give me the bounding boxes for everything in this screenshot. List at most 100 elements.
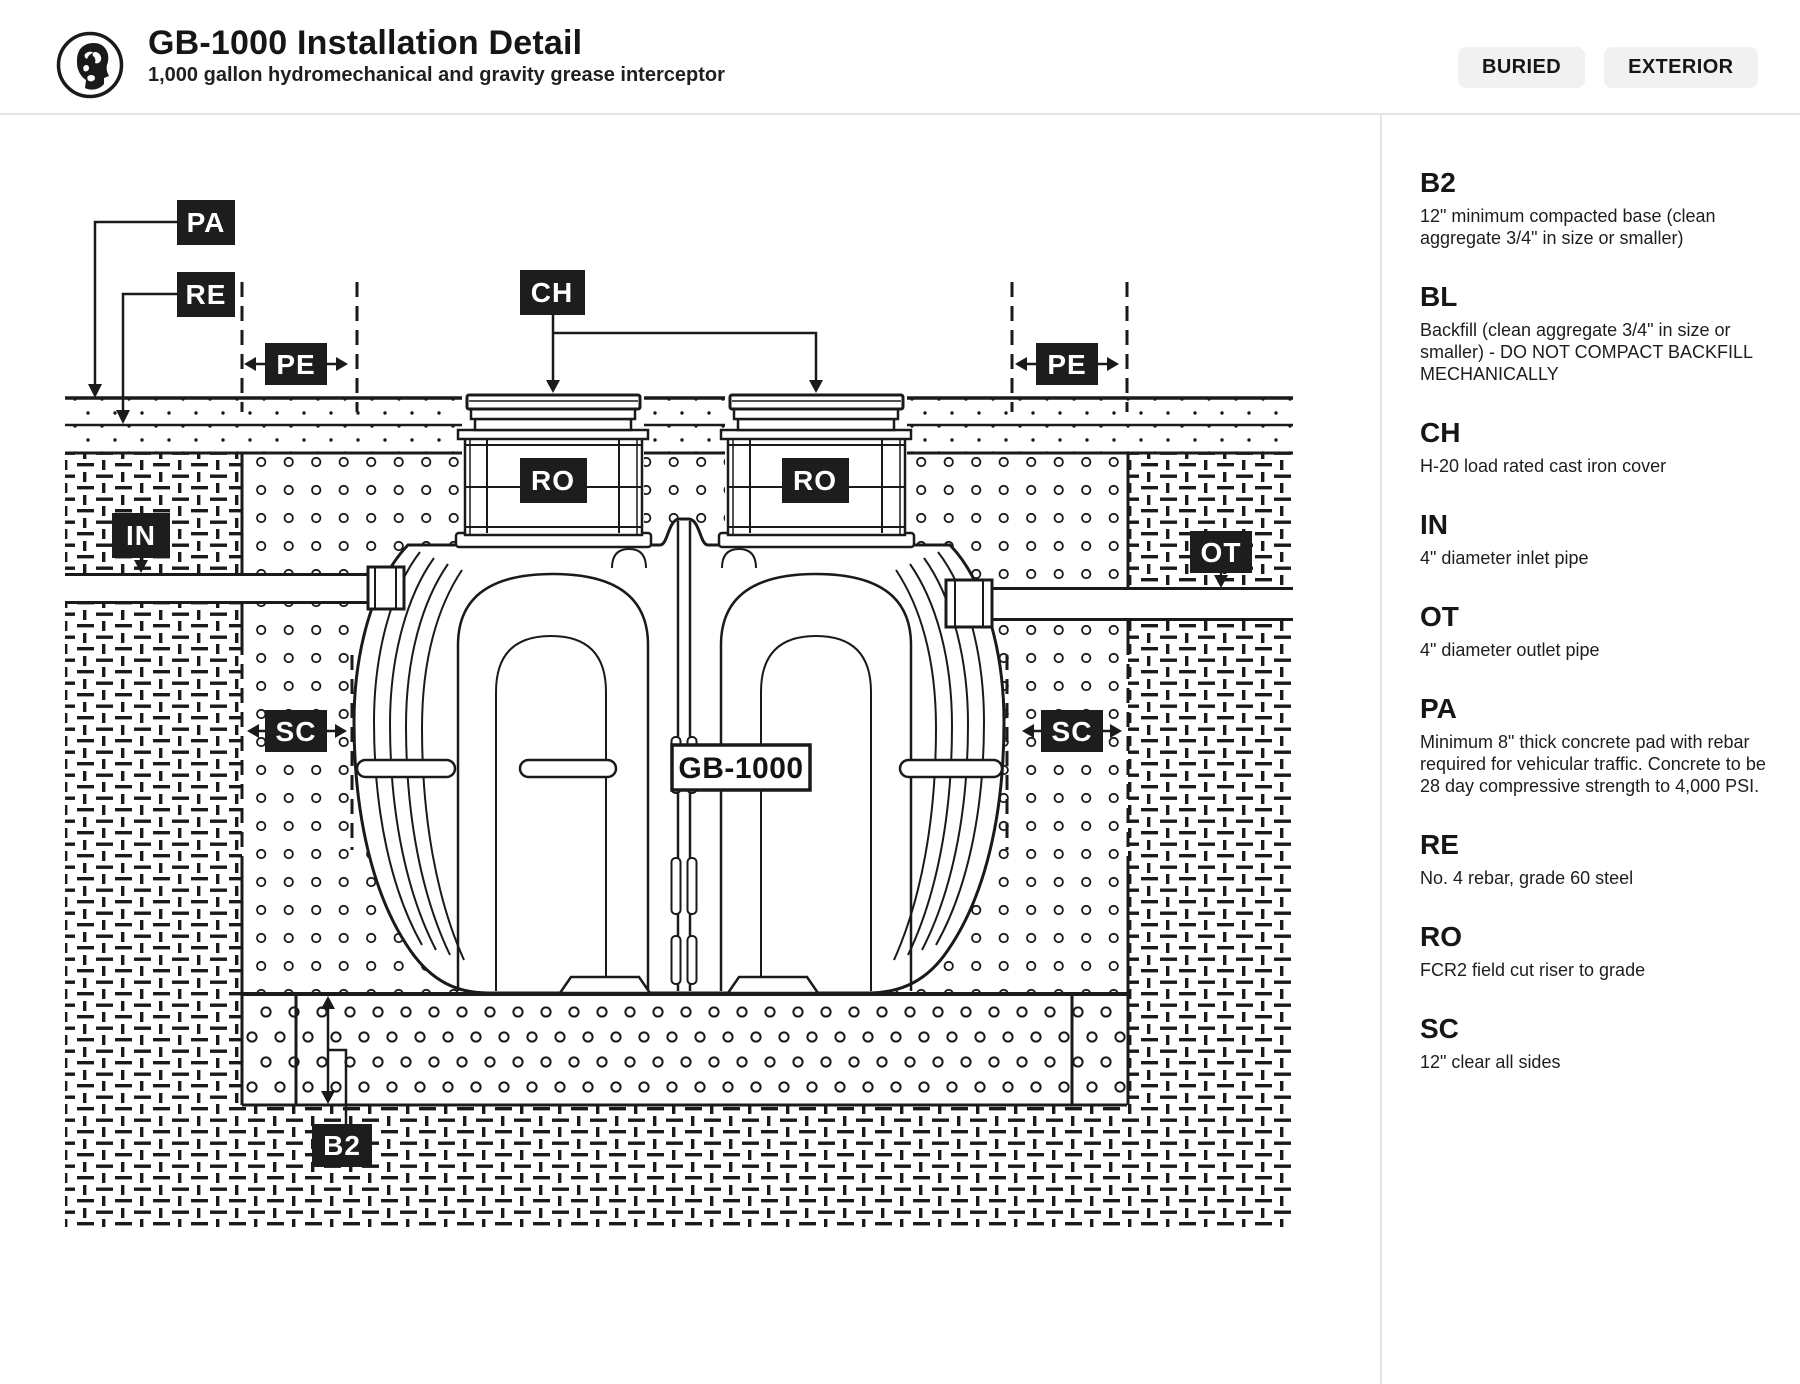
label-sc-left-text: SC: [276, 716, 317, 747]
inlet-pipe: [65, 565, 406, 611]
label-pe-left: PE: [265, 343, 327, 385]
panel-divider: [1380, 114, 1382, 1384]
legend-item-bl: BL Backfill (clean aggregate 3/4" in siz…: [1420, 282, 1772, 385]
label-re-text: RE: [186, 279, 227, 310]
legend-description: 12" clear all sides: [1420, 1052, 1561, 1072]
label-re: RE: [177, 272, 235, 317]
label-ot-text: OT: [1201, 537, 1242, 568]
tank-domes: [456, 572, 913, 991]
legend-term: BL: [1420, 281, 1458, 312]
sc-left-arrowhead-b: [335, 724, 347, 738]
label-b2-text: B2: [323, 1130, 361, 1161]
ch-arrowhead-left: [546, 380, 560, 393]
label-pe-right: PE: [1036, 343, 1098, 385]
legend-item-b2: B2 12" minimum compacted base (clean agg…: [1420, 168, 1772, 249]
pe-left-arrowhead-b: [336, 357, 348, 371]
sc-right-arrowhead-b: [1110, 724, 1122, 738]
legend-term: IN: [1420, 509, 1448, 540]
native-soil-left-region: [65, 453, 242, 1105]
legend-term: OT: [1420, 601, 1459, 632]
re-arrowhead: [116, 410, 130, 424]
arrowheads: [88, 357, 1228, 1104]
badge-buried[interactable]: BURIED: [1458, 47, 1586, 88]
label-in-text: IN: [126, 520, 156, 551]
label-pa-text: PA: [187, 207, 226, 238]
label-pa: PA: [177, 200, 235, 245]
badge-group: BURIED EXTERIOR: [1458, 47, 1758, 88]
legend-item-ch: CH H-20 load rated cast iron cover: [1420, 418, 1772, 477]
outlet-hub: [944, 578, 994, 629]
b2-leader: [328, 1048, 348, 1124]
extension-lines: [240, 282, 1130, 865]
legend-term: SC: [1420, 1013, 1459, 1044]
legend-item-in: IN 4" diameter inlet pipe: [1420, 510, 1772, 569]
legend-item-sc: SC 12" clear all sides: [1420, 1014, 1772, 1073]
cast-iron-cover-right: [728, 393, 905, 411]
inlet-hub: [366, 565, 406, 611]
tank-lift-lugs: [355, 758, 1004, 779]
legend-term: RE: [1420, 829, 1459, 860]
label-ro-right-text: RO: [793, 465, 837, 496]
legend-item-ro: RO FCR2 field cut riser to grade: [1420, 922, 1772, 981]
tank-ribs: [372, 547, 986, 961]
label-ro-left-text: RO: [531, 465, 575, 496]
pe-left-arrowhead-a: [244, 357, 256, 371]
label-pe-right-text: PE: [1047, 349, 1086, 380]
label-tank-model-text: GB-1000: [678, 752, 803, 785]
pipes: [65, 565, 1293, 629]
label-sc-right-text: SC: [1052, 716, 1093, 747]
ch-leader-right: [553, 331, 818, 380]
risers: [454, 393, 916, 549]
in-arrowhead: [134, 560, 148, 573]
legend-description: 4" diameter outlet pipe: [1420, 640, 1600, 660]
cast-iron-cover-left: [465, 393, 642, 411]
label-ro-left: RO: [520, 458, 587, 503]
b2-arrowhead-top: [321, 996, 335, 1009]
sc-left-arrowhead-a: [247, 724, 259, 738]
legend-term: CH: [1420, 417, 1461, 448]
b2-arrowhead-bottom: [321, 1091, 335, 1104]
legend-item-ot: OT 4" diameter outlet pipe: [1420, 602, 1772, 661]
pa-leader: [93, 220, 177, 386]
header-divider: [0, 113, 1800, 115]
label-sc-right: SC: [1041, 710, 1103, 752]
label-ro-right: RO: [782, 458, 849, 503]
label-ch: CH: [520, 270, 585, 315]
legend-description: 12" minimum compacted base (clean aggreg…: [1420, 206, 1716, 248]
header: GB-1000 Installation Detail 1,000 gallon…: [0, 0, 1800, 113]
re-leader: [121, 292, 177, 410]
label-tank-model: GB-1000: [670, 743, 812, 792]
legend-item-pa: PA Minimum 8" thick concrete pad with re…: [1420, 694, 1772, 797]
native-soil-bottom-region: [65, 1105, 1293, 1227]
brand-logo-icon[interactable]: [55, 30, 125, 100]
label-in: IN: [112, 513, 170, 558]
outlet-pipe: [944, 578, 1293, 629]
pa-arrowhead: [88, 384, 102, 398]
legend-item-re: RE No. 4 rebar, grade 60 steel: [1420, 830, 1772, 889]
callout-labels: PA RE CH PE PE RO RO IN: [112, 200, 1252, 1167]
page-subtitle: 1,000 gallon hydromechanical and gravity…: [148, 64, 725, 86]
legend-description: No. 4 rebar, grade 60 steel: [1420, 868, 1634, 888]
legend-term: B2: [1420, 167, 1456, 198]
badge-exterior[interactable]: EXTERIOR: [1604, 47, 1758, 88]
installation-detail-drawing: PA RE CH PE PE RO RO IN: [65, 200, 1293, 1227]
pe-right-arrowhead-b: [1107, 357, 1119, 371]
legend-description: Minimum 8" thick concrete pad with rebar…: [1420, 732, 1766, 796]
pe-right-arrowhead-a: [1015, 357, 1027, 371]
legend-description: H-20 load rated cast iron cover: [1420, 456, 1667, 476]
page-title: GB-1000 Installation Detail: [148, 24, 583, 62]
base-column-lines: [294, 994, 1074, 1105]
legend-term: RO: [1420, 921, 1462, 952]
legend-description: 4" diameter inlet pipe: [1420, 548, 1589, 568]
legend-description: Backfill (clean aggregate 3/4" in size o…: [1420, 320, 1753, 384]
label-sc-left: SC: [265, 710, 327, 752]
label-ch-text: CH: [531, 277, 573, 308]
label-ot: OT: [1190, 531, 1252, 573]
sc-right-arrowhead-a: [1022, 724, 1034, 738]
legend-description: FCR2 field cut riser to grade: [1420, 960, 1646, 980]
compacted-base-region: [242, 994, 1128, 1105]
label-pe-left-text: PE: [276, 349, 315, 380]
legend-panel: B2 12" minimum compacted base (clean agg…: [1420, 168, 1772, 1106]
tank-feet: [557, 975, 821, 995]
label-b2: B2: [312, 1124, 372, 1167]
